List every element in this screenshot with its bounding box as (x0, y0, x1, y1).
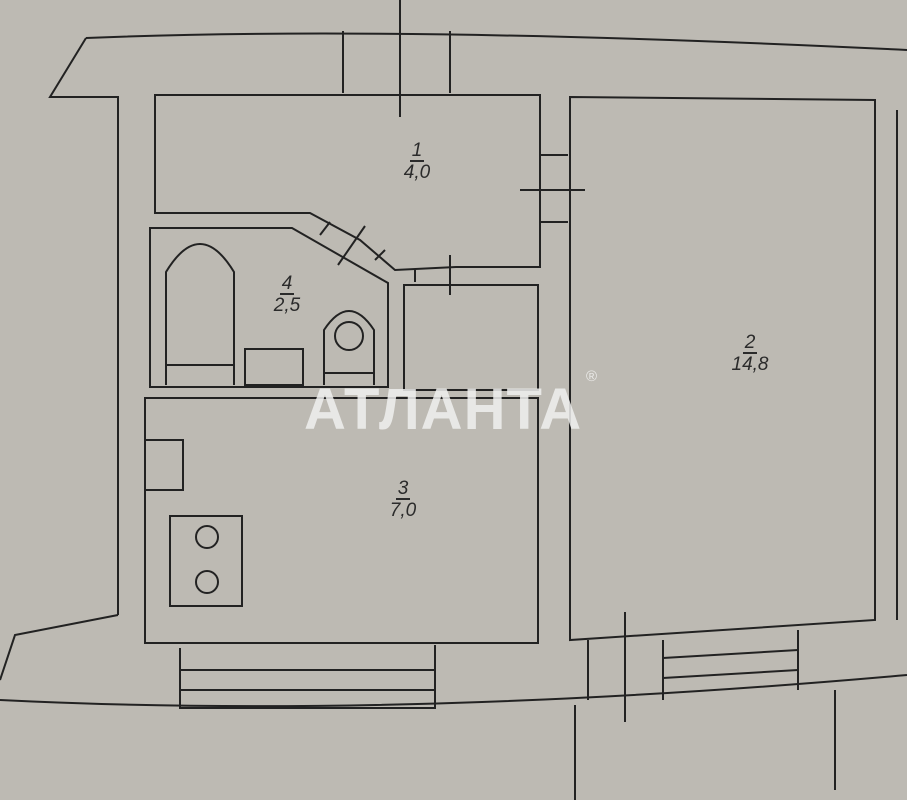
toilet-icon (323, 310, 375, 385)
registered-mark: ® (586, 368, 598, 385)
room-1-outline (154, 94, 541, 272)
room-2-outline (569, 95, 876, 642)
outer-wall-top (85, 32, 907, 51)
room-3-outline (144, 397, 539, 644)
bathtub-icon (165, 243, 235, 385)
stove-icon (169, 515, 243, 607)
outlet-icon (144, 439, 184, 491)
sink-icon (244, 348, 304, 386)
room-4-outline (149, 227, 389, 388)
watermark: АТЛАНТА (304, 377, 583, 442)
